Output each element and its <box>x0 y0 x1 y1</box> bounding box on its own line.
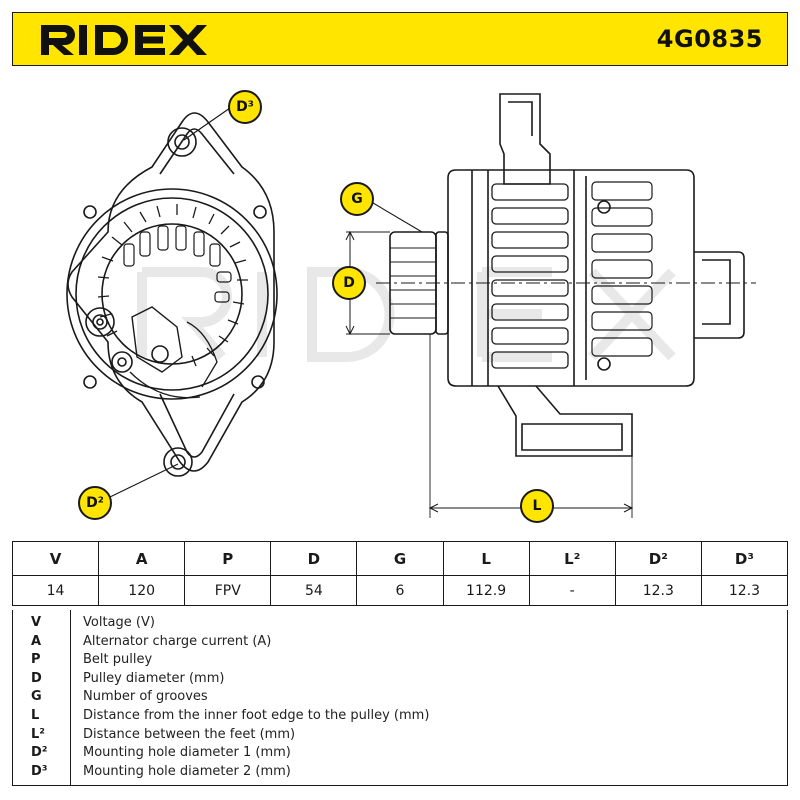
legend-desc: Voltage (V) <box>83 615 155 630</box>
alternator-side-view <box>345 93 756 518</box>
legend: V Voltage (V) A Alternator charge curren… <box>12 610 788 786</box>
value-cell-a: 120 <box>98 575 186 606</box>
spec-table-value-row: 14 120 FPV 54 6 112.9 - 12.3 12.3 <box>11 575 789 606</box>
header-cell-d3: D³ <box>700 541 789 576</box>
legend-desc: Mounting hole diameter 1 (mm) <box>83 745 291 761</box>
legend-key: L² <box>31 726 45 742</box>
header-cell-l2: L² <box>528 541 616 576</box>
value-cell-d2: 12.3 <box>614 575 702 606</box>
legend-row: L² Distance between the feet (mm) <box>13 726 787 745</box>
spec-table: V A P D G L L² D² D³ 14 120 FPV 54 6 112… <box>11 541 789 606</box>
callout-d: D <box>332 266 366 300</box>
callout-g: G <box>340 182 374 216</box>
legend-key: A <box>31 633 42 649</box>
legend-key: L <box>31 708 40 723</box>
header-cell-d: D <box>270 541 358 576</box>
legend-row: D² Mounting hole diameter 1 (mm) <box>13 744 787 763</box>
legend-row: D Pulley diameter (mm) <box>13 670 787 689</box>
header-cell-l: L <box>442 541 530 576</box>
header-cell-d2: D² <box>614 541 702 576</box>
header-cell-a: A <box>98 541 186 576</box>
header-cell-v: V <box>11 541 100 576</box>
ridex-logo <box>41 25 207 55</box>
legend-key: D <box>31 670 42 686</box>
header-cell-p: P <box>184 541 272 576</box>
legend-desc: Mounting hole diameter 2 (mm) <box>83 763 291 779</box>
legend-key: D³ <box>31 763 48 779</box>
value-cell-v: 14 <box>11 575 100 606</box>
value-cell-l: 112.9 <box>442 575 530 606</box>
legend-key: G <box>31 689 42 705</box>
legend-row: D³ Mounting hole diameter 2 (mm) <box>13 763 787 782</box>
legend-desc: Alternator charge current (A) <box>83 633 272 649</box>
callout-l: L <box>520 489 554 523</box>
technical-drawing: D³ D² G D L <box>12 72 788 534</box>
value-cell-p: FPV <box>184 575 272 606</box>
legend-key: P <box>31 652 41 668</box>
legend-desc: Distance between the feet (mm) <box>83 726 296 742</box>
value-cell-l2: - <box>528 575 616 606</box>
value-cell-d3: 12.3 <box>700 575 789 606</box>
legend-row: G Number of grooves <box>13 688 787 707</box>
value-cell-g: 6 <box>356 575 444 606</box>
legend-desc: Distance from the inner foot edge to the… <box>83 708 430 723</box>
legend-row: V Voltage (V) <box>13 614 787 633</box>
legend-row: P Belt pulley <box>13 651 787 670</box>
legend-key: D² <box>31 745 48 761</box>
callout-d2: D² <box>78 486 112 520</box>
legend-row: A Alternator charge current (A) <box>13 633 787 652</box>
alternator-front-view <box>66 107 278 498</box>
legend-key: V <box>31 615 42 630</box>
header-cell-g: G <box>356 541 444 576</box>
legend-row: L Distance from the inner foot edge to t… <box>13 707 787 726</box>
header-bar: RIDEX 4G0835 <box>12 12 788 66</box>
legend-desc: Belt pulley <box>83 652 153 668</box>
value-cell-d: 54 <box>270 575 358 606</box>
spec-table-header-row: V A P D G L L² D² D³ <box>11 541 789 576</box>
legend-divider <box>70 610 71 785</box>
brand-name: RIDEX <box>13 13 14 14</box>
callout-d3: D³ <box>228 90 262 124</box>
legend-desc: Pulley diameter (mm) <box>83 670 225 686</box>
part-number: 4G0835 <box>656 25 763 53</box>
legend-desc: Number of grooves <box>83 689 208 705</box>
